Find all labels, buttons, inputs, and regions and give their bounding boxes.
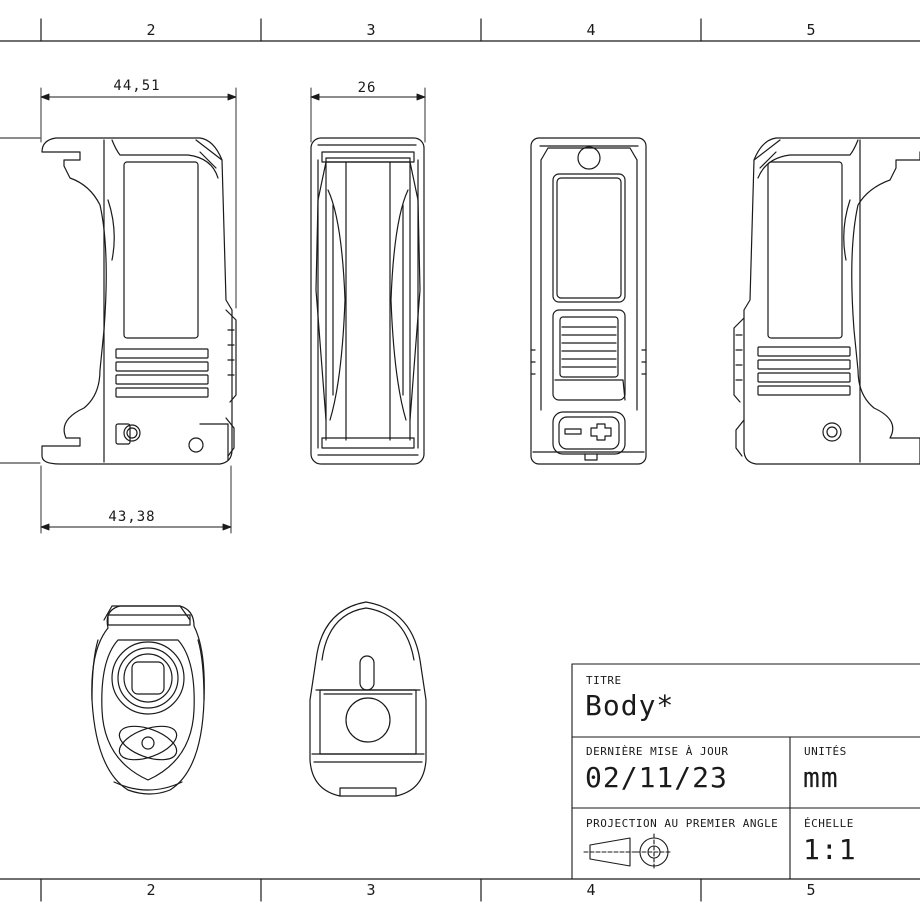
side-view-right <box>733 137 920 465</box>
side-view-left <box>41 137 237 465</box>
title-block-frame <box>571 663 920 880</box>
title-value: Body* <box>585 689 675 722</box>
zone-label-top-5: 5 <box>806 21 816 39</box>
units-value: mm <box>803 761 839 794</box>
dimension-side-top <box>0 87 237 464</box>
dimension-side-bottom <box>40 465 232 534</box>
first-angle-projection-icon <box>583 833 673 871</box>
zone-label-bottom-4: 4 <box>586 881 596 899</box>
updated-label: DERNIÈRE MISE À JOUR <box>586 745 729 758</box>
scale-value: 1:1 <box>803 833 857 866</box>
back-view <box>530 137 647 465</box>
zone-label-bottom-2: 2 <box>146 881 156 899</box>
zone-label-bottom-3: 3 <box>366 881 376 899</box>
dimension-label-side-top: 44,51 <box>113 78 161 94</box>
title-label: TITRE <box>586 674 622 687</box>
dimension-label-side-bottom: 43,38 <box>108 509 156 525</box>
top-view <box>309 601 427 797</box>
sheet-frame <box>0 18 920 902</box>
zone-label-top-3: 3 <box>366 21 376 39</box>
updated-value: 02/11/23 <box>585 761 728 794</box>
projection-label: PROJECTION AU PREMIER ANGLE <box>586 817 779 830</box>
zone-label-bottom-5: 5 <box>806 881 816 899</box>
scale-label: ÉCHELLE <box>804 817 854 830</box>
dimension-front <box>310 87 426 143</box>
dimension-label-front: 26 <box>357 80 377 96</box>
units-label: UNITÉS <box>804 745 847 758</box>
zone-label-top-4: 4 <box>586 21 596 39</box>
front-view <box>310 137 425 465</box>
zone-label-top-2: 2 <box>146 21 156 39</box>
bottom-view <box>91 605 205 795</box>
